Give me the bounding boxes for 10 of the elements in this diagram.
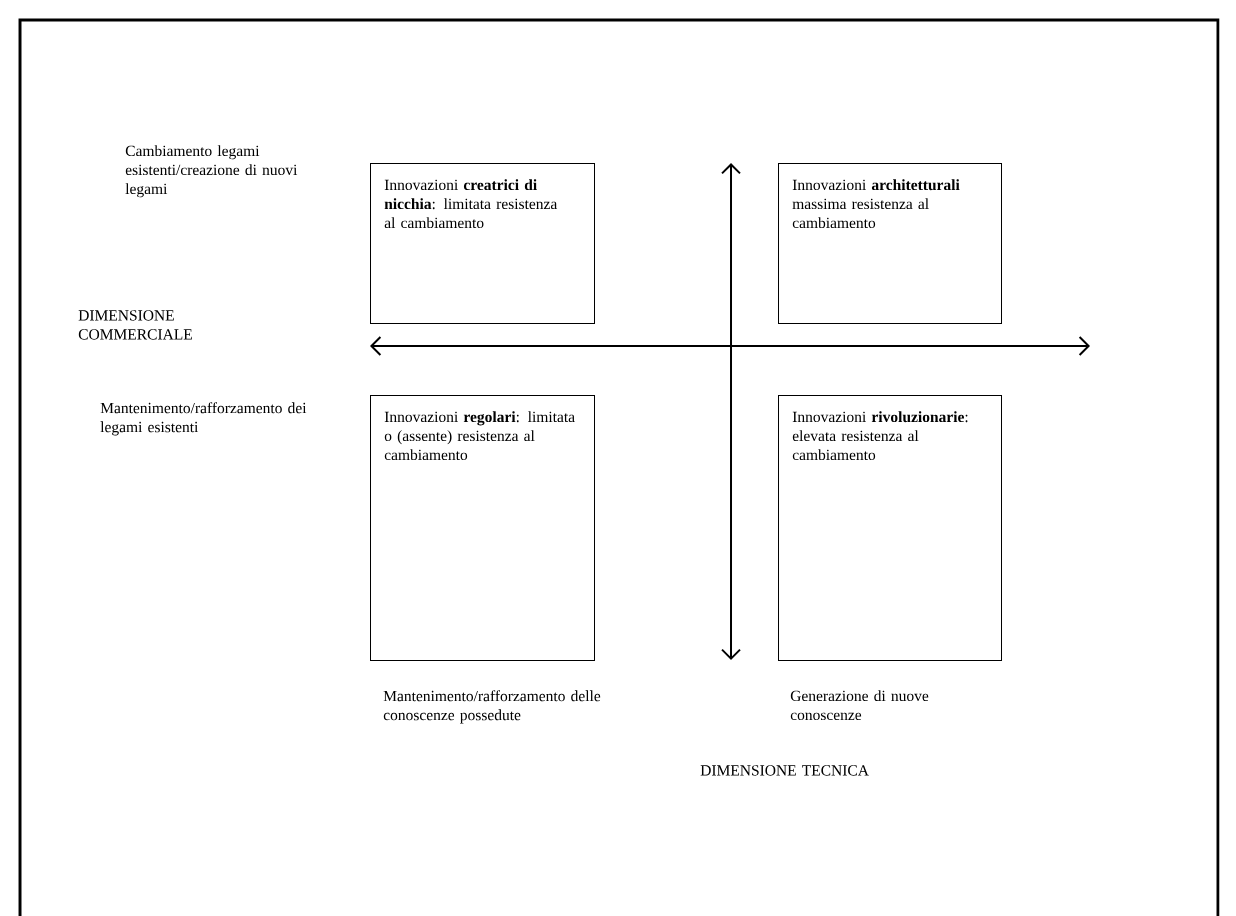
axis-label: Cambiamento legami esistenti/creazione di nuovi legami <box>125 145 298 198</box>
axis-label: Generazione di nuove conoscenze <box>790 690 929 721</box>
quadrant-box: Innovazioni regolari: limitata o (assente) resistenza al cambiamento <box>370 395 595 661</box>
axis-label: DIMENSIONE TECNICA <box>700 765 869 776</box>
axis-label: Mantenimento/rafforzamento delle conoscenze possedute <box>383 690 601 724</box>
quadrant-box: Innovazioni creatrici di nicchia: limitata resistenza al cambiamento <box>370 163 595 324</box>
axis-label: DIMENSIONE COMMERCIALE <box>78 310 192 340</box>
quadrant-box: Innovazioni architetturali massima resistenza al cambiamento <box>778 163 1002 324</box>
quadrant-box: Innovazioni rivoluzionarie: elevata resistenza al cambiamento <box>778 395 1002 661</box>
axis-label: Mantenimento/rafforzamento dei legami esistenti <box>100 402 307 436</box>
